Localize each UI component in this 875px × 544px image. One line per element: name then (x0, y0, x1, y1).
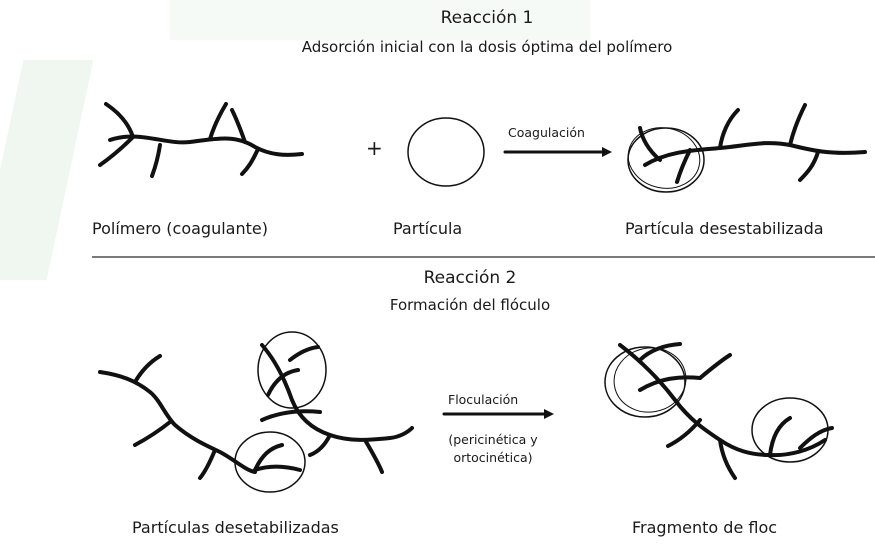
flocculation-sublabel-1: (pericinética y (448, 432, 538, 447)
reaction1-title: Reacción 1 (440, 8, 534, 28)
flocculation-label: Floculación (448, 392, 519, 407)
particle-label: Partícula (393, 219, 463, 238)
particle-circle (407, 117, 485, 187)
reaction2-subtitle: Formación del flóculo (389, 296, 551, 314)
polymer-chain (98, 102, 304, 178)
destabilized-particles-group (98, 331, 414, 493)
reaction1-subtitle: Adsorción inicial con la dosis óptima de… (301, 38, 673, 56)
flocculation-sublabel-2: ortocinética) (453, 450, 533, 465)
reaction2-title: Reacción 2 (423, 268, 517, 288)
floc-fragment-label: Fragmento de floc (632, 518, 778, 537)
destabilized-particles-label: Partículas desetabilizadas (132, 518, 339, 537)
background-watermark-top (170, 0, 590, 40)
coagulation-label: Coagulación (508, 125, 585, 140)
destabilized-particle (627, 103, 867, 193)
section-divider (92, 256, 875, 258)
plus-sign: + (366, 136, 383, 160)
floc-fragment (604, 342, 834, 480)
polymer-label: Polímero (coagulante) (92, 219, 268, 238)
destabilized-particle-label: Partícula desestabilizada (625, 219, 824, 238)
